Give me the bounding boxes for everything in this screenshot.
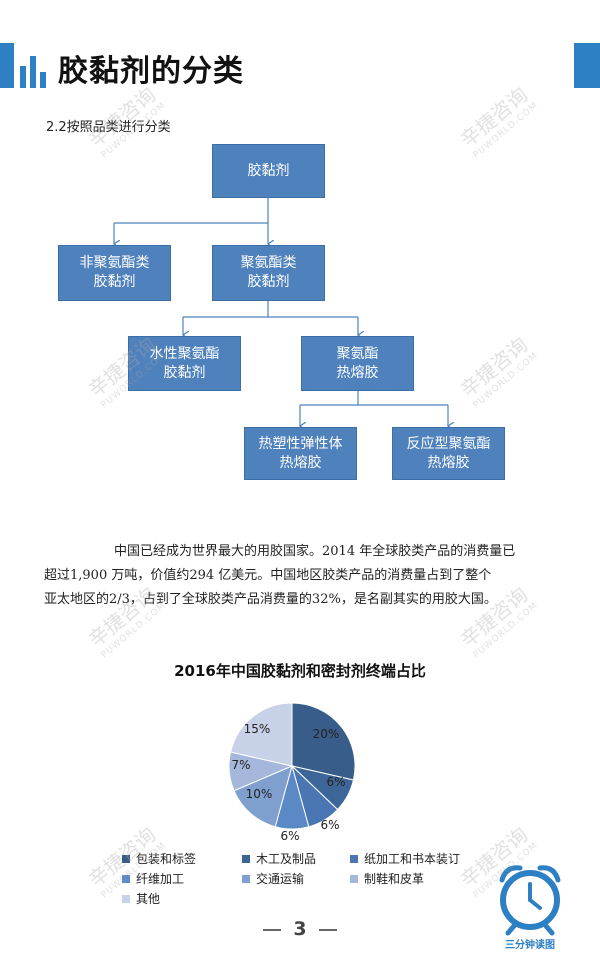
node-tpe-hotmelt: 热塑性弹性体 热熔胶 [244, 427, 357, 480]
node-pu: 聚氨酯类 胶黏剂 [212, 245, 325, 301]
legend-label: 木工及制品 [256, 852, 317, 866]
legend-swatch [122, 854, 130, 863]
bar-chart-icon [20, 56, 46, 88]
legend-label: 交通运输 [256, 872, 305, 886]
legend-label: 制鞋和皮革 [364, 872, 425, 886]
header-accent-bar-right [574, 43, 600, 88]
legend-item: 交通运输 [242, 870, 304, 887]
pie-data-label: 15% [244, 722, 271, 736]
pie-data-label: 6% [280, 829, 299, 843]
pie-data-label: 20% [313, 727, 340, 741]
legend-swatch [350, 854, 358, 863]
node-waterborne-pu: 水性聚氨酯 胶黏剂 [128, 336, 241, 391]
node-root: 胶黏剂 [212, 144, 325, 198]
legend-swatch [122, 894, 130, 903]
brand-name: 三分钟读图 [505, 940, 555, 951]
legend-item: 包装和标签 [122, 850, 196, 867]
node-reactive-pu-hotmelt-label: 反应型聚氨酯 热熔胶 [406, 435, 491, 471]
pie-slice [229, 702, 293, 767]
pie-data-label: 6% [326, 775, 345, 789]
node-pu-hotmelt: 聚氨酯 热熔胶 [301, 336, 414, 391]
pie-slice [233, 765, 293, 828]
page-dash-right [318, 928, 337, 931]
legend-swatch [122, 874, 130, 883]
pie-data-label: 10% [246, 787, 273, 801]
page-dash-left [263, 928, 282, 931]
chart-title: 2016年中国胶黏剂和密封剂终端占比 [174, 662, 426, 680]
node-non-pu-label: 非聚氨酯类 胶黏剂 [79, 255, 150, 290]
node-non-pu: 非聚氨酯类 胶黏剂 [58, 245, 171, 301]
paragraph-line-3: 亚太地区的2/3，占到了全球胶类产品消费量的32%，是名副其实的用胶大国。 [44, 592, 497, 607]
section-label: 2.2按照品类进行分类 [46, 120, 171, 135]
paragraph-line-2: 超过1,900 万吨，价值约294 亿美元。中国地区胶类产品的消费量占到了整个 [44, 568, 492, 583]
legend-swatch [350, 874, 358, 883]
body-paragraph: 中国已经成为世界最大的用胶国家。2014 年全球胶类产品的消费量已 超过1,90… [44, 540, 550, 612]
alarm-clock-icon [499, 865, 561, 936]
node-pu-label: 聚氨酯类 胶黏剂 [240, 255, 297, 290]
legend-item: 纸加工和书本装订 [350, 850, 460, 867]
legend-swatch [242, 874, 250, 883]
page-number: 3 [0, 918, 600, 940]
node-waterborne-pu-label: 水性聚氨酯 胶黏剂 [149, 345, 220, 381]
legend-label: 包装和标签 [136, 852, 197, 866]
pie-slice [291, 702, 356, 781]
legend-item: 其他 [122, 890, 160, 907]
legend-item: 制鞋和皮革 [350, 870, 424, 887]
legend-label: 纸加工和书本装订 [364, 852, 461, 866]
legend-label: 其他 [136, 892, 161, 906]
legend-swatch [242, 854, 250, 863]
node-pu-hotmelt-label: 聚氨酯 热熔胶 [336, 345, 379, 381]
legend-item: 纤维加工 [122, 870, 184, 887]
pie-data-label: 7% [231, 758, 250, 772]
paragraph-line-1: 中国已经成为世界最大的用胶国家。2014 年全球胶类产品的消费量已 [114, 544, 516, 559]
page-title: 胶黏剂的分类 [58, 54, 244, 89]
pie-data-label: 6% [320, 818, 339, 832]
header-accent-bar-left [0, 43, 14, 88]
legend-item: 木工及制品 [242, 850, 316, 867]
brand-logo: 三分钟读图 [488, 860, 572, 960]
node-tpe-hotmelt-label: 热塑性弹性体 热熔胶 [258, 435, 343, 471]
page-number-value: 3 [293, 918, 307, 940]
node-reactive-pu-hotmelt: 反应型聚氨酯 热熔胶 [392, 427, 505, 480]
tree-connectors [0, 198, 600, 500]
legend-label: 纤维加工 [136, 872, 185, 886]
